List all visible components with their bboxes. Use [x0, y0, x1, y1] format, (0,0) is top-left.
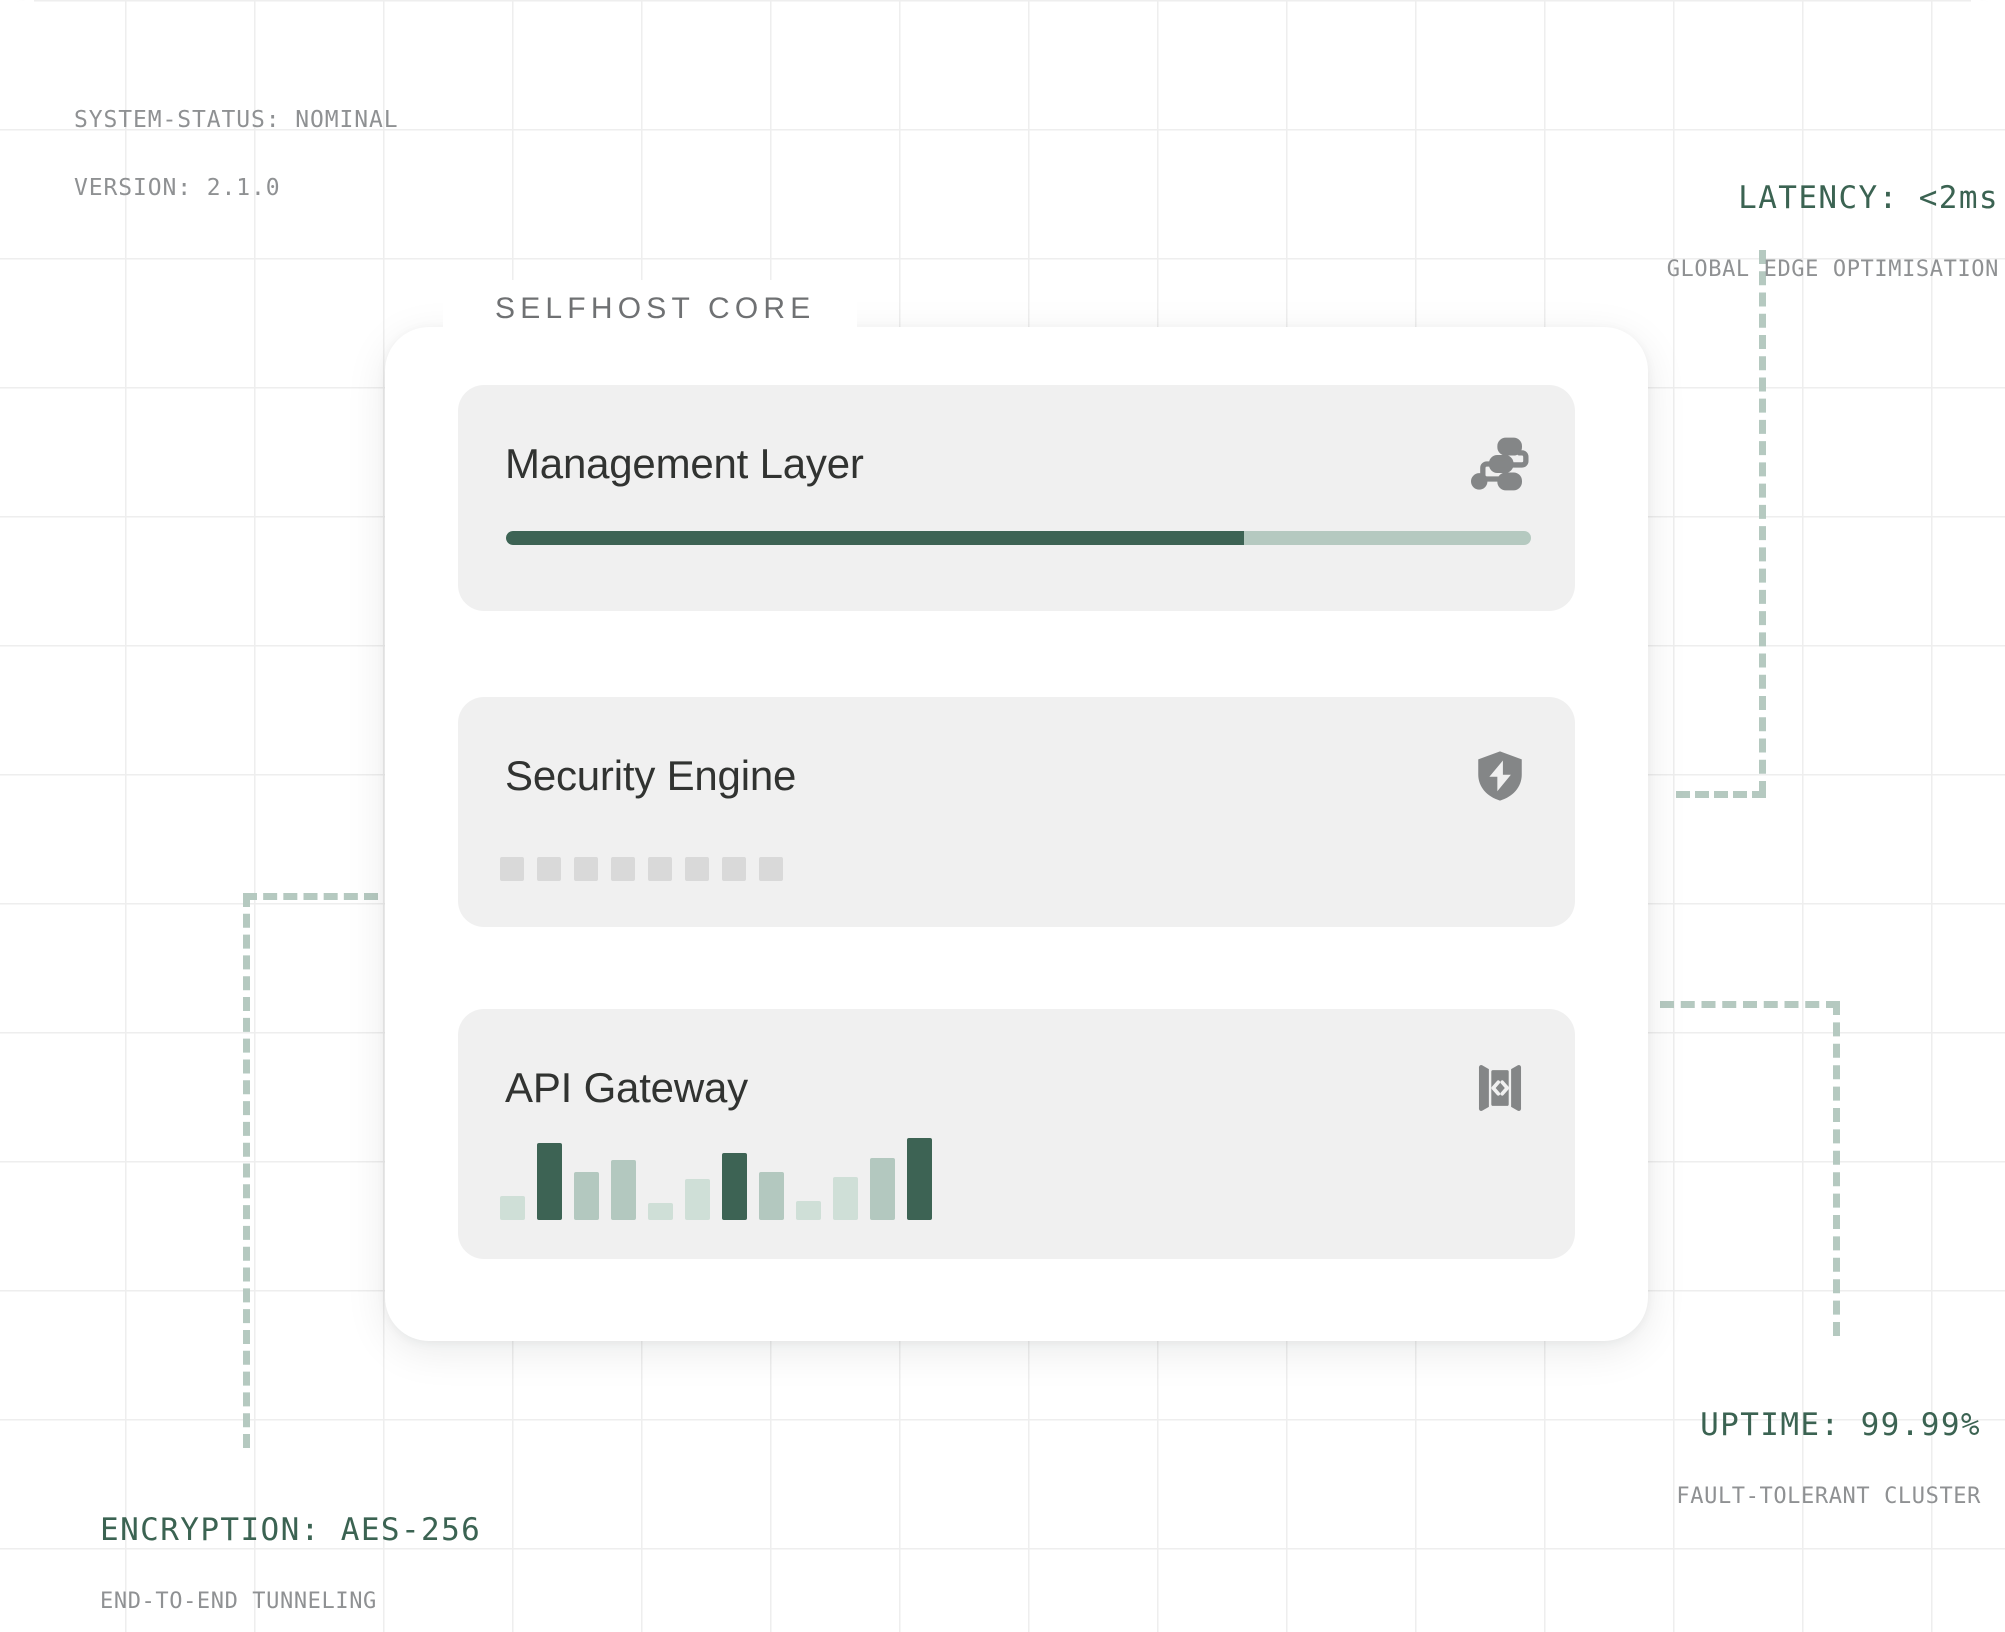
- encryption-connector-horizontal: [243, 893, 378, 900]
- latency-headline: LATENCY: <2ms: [1738, 180, 1999, 216]
- encryption-headline: ENCRYPTION: AES-256: [100, 1512, 482, 1548]
- uptime-readout: UPTIME: 99.99% FAULT-TOLERANT CLUSTER: [1676, 1367, 1981, 1550]
- module-api-header: API Gateway: [505, 1057, 1531, 1119]
- security-meter-square: [537, 857, 561, 881]
- module-api-label: API Gateway: [505, 1064, 748, 1111]
- api-gateway-bar: [796, 1200, 821, 1220]
- module-security-engine[interactable]: Security Engine: [458, 697, 1575, 927]
- uptime-headline: UPTIME: 99.99%: [1700, 1407, 1981, 1443]
- encryption-connector-vertical: [243, 893, 250, 1448]
- api-gateway-bar: [870, 1157, 895, 1220]
- api-gateway-bar: [537, 1143, 562, 1220]
- page-corner-top-left: [0, 0, 34, 34]
- uptime-connector-horizontal: [1660, 1001, 1840, 1008]
- api-gateway-bar: [833, 1176, 858, 1220]
- workflow-nodes-icon: [1469, 433, 1531, 495]
- module-management-header: Management Layer: [505, 433, 1531, 495]
- security-meter-square: [648, 857, 672, 881]
- api-gateway-bar: [574, 1172, 599, 1220]
- system-status-line: SYSTEM-STATUS: NOMINAL: [74, 107, 399, 133]
- security-strength-meter: [500, 857, 783, 881]
- security-meter-square: [722, 857, 746, 881]
- security-meter-square: [500, 857, 524, 881]
- latency-connector-vertical: [1759, 250, 1766, 795]
- api-gateway-bar: [759, 1172, 784, 1220]
- page-corner-top-right: [1971, 0, 2005, 34]
- api-gateway-bar-chart: [500, 1124, 932, 1220]
- api-gateway-bar: [648, 1202, 673, 1220]
- security-meter-square: [759, 857, 783, 881]
- latency-readout: LATENCY: <2ms GLOBAL EDGE OPTIMISATION: [1667, 140, 1999, 323]
- uptime-subline: FAULT-TOLERANT CLUSTER: [1676, 1484, 1981, 1510]
- api-gateway-bar: [722, 1152, 747, 1220]
- latency-connector-horizontal: [1676, 791, 1766, 798]
- module-management-layer[interactable]: Management Layer: [458, 385, 1575, 611]
- api-gateway-bar: [685, 1178, 710, 1220]
- management-progress-fill: [506, 531, 1244, 545]
- module-security-label: Security Engine: [505, 752, 797, 799]
- api-gateway-bar: [907, 1138, 932, 1220]
- api-gateway-bar: [611, 1160, 636, 1220]
- security-meter-square: [685, 857, 709, 881]
- page-corner-bottom-right: [1971, 1598, 2005, 1632]
- module-management-label: Management Layer: [505, 440, 864, 487]
- code-brackets-icon: [1469, 1057, 1531, 1119]
- version-line: VERSION: 2.1.0: [74, 174, 281, 201]
- security-meter-square: [611, 857, 635, 881]
- encryption-readout: ENCRYPTION: AES-256 END-TO-END TUNNELING: [100, 1472, 481, 1632]
- uptime-connector-vertical: [1833, 1001, 1840, 1336]
- system-status-readout: SYSTEM-STATUS: NOMINAL VERSION: 2.1.0: [74, 68, 398, 242]
- core-title-chip: SELFHOST CORE: [443, 280, 858, 340]
- page-corner-bottom-left: [0, 1598, 34, 1632]
- module-security-header: Security Engine: [505, 745, 1531, 807]
- shield-bolt-icon: [1469, 745, 1531, 807]
- api-gateway-bar: [500, 1196, 525, 1220]
- encryption-subline: END-TO-END TUNNELING: [100, 1589, 377, 1615]
- management-progress-track: [506, 531, 1531, 545]
- security-meter-square: [574, 857, 598, 881]
- latency-subline: GLOBAL EDGE OPTIMISATION: [1666, 257, 1999, 283]
- card-title: SELFHOST CORE: [495, 292, 816, 325]
